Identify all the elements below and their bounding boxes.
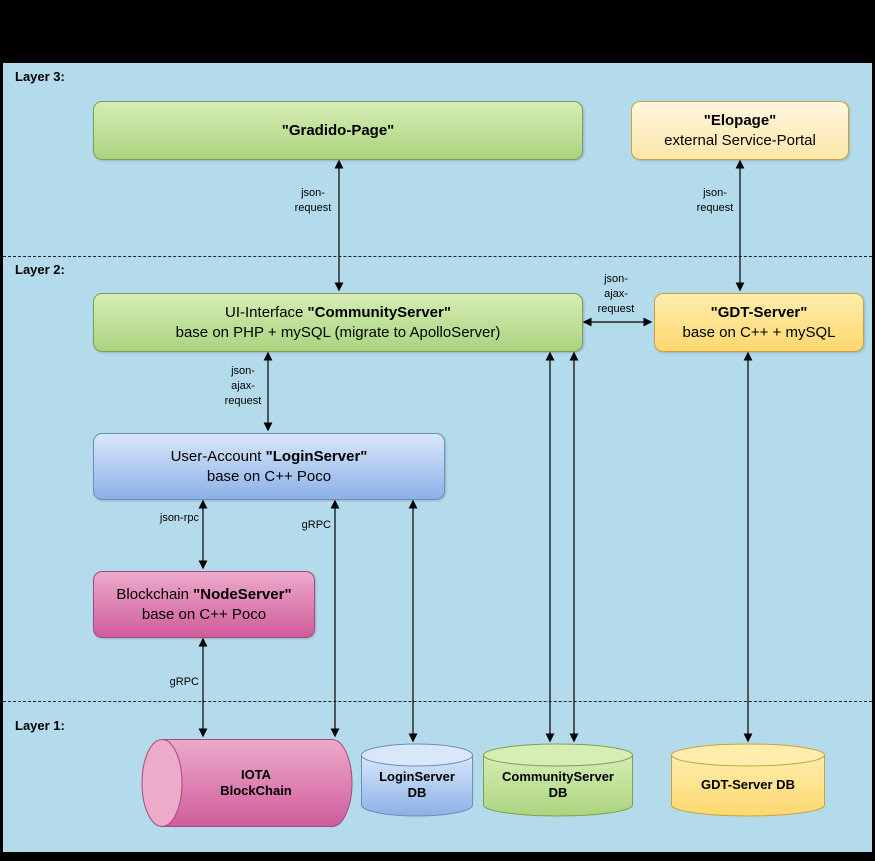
node-elopage-subtitle: external Service-Portal	[664, 131, 816, 149]
node-community-server-title: UI-Interface "CommunityServer"	[94, 303, 582, 323]
edge-label-login-iota-l1: gRPC	[301, 519, 331, 531]
edge-label-community-login-l3: request	[224, 395, 262, 407]
edge-label-community-gdt: json- ajax- request	[586, 272, 646, 317]
node-gdt-server-title: "GDT-Server"	[655, 303, 863, 323]
node-login-server-name: "LoginServer"	[265, 447, 368, 465]
node-node-server-prefix: Blockchain	[116, 585, 194, 603]
gdt-server-db-cylinder-shape	[671, 743, 825, 817]
edge-label-gradido-community: json- request	[283, 186, 343, 216]
node-gdt-server: "GDT-Server" base on C++ + mySQL	[654, 293, 864, 352]
layer-divider-3-2	[3, 256, 872, 257]
edge-label-community-gdt-l2: ajax-	[604, 288, 628, 300]
edge-label-login-iota: gRPC	[283, 518, 331, 533]
node-login-server-title: User-Account "LoginServer"	[94, 447, 444, 467]
loginserver-db-label: LoginServer DB	[361, 743, 473, 817]
edge-label-community-login: json- ajax- request	[213, 364, 273, 409]
architecture-diagram: Layer 3: Layer 2: Layer 1: "Gradido-Page…	[2, 62, 873, 853]
node-community-server: UI-Interface "CommunityServer" base on P…	[93, 293, 583, 352]
edge-label-community-gdt-l3: request	[597, 303, 635, 315]
iota-label: IOTA BlockChain	[141, 739, 353, 827]
node-communityserver-db: CommunityServer DB	[483, 743, 633, 817]
node-node-server: Blockchain "NodeServer" base on C++ Poco	[93, 571, 315, 638]
communityserver-db-label: CommunityServer DB	[483, 743, 633, 817]
loginserver-db-cylinder-shape	[361, 743, 473, 817]
node-login-server-prefix: User-Account	[170, 447, 266, 465]
node-community-server-name: "CommunityServer"	[307, 303, 451, 321]
iota-cylinder-shape	[141, 739, 353, 827]
edge-label-login-node-l1: json-rpc	[159, 512, 199, 524]
edge-label-gradido-community-l2: request	[294, 202, 332, 214]
layer-3-label: Layer 3:	[15, 69, 65, 84]
edge-label-gradido-community-l1: json-	[301, 187, 325, 199]
edge-label-elopage-gdt-l1: json-	[703, 187, 727, 199]
node-gdt-server-subtitle: base on C++ + mySQL	[682, 323, 836, 341]
node-gradido-page: "Gradido-Page"	[93, 101, 583, 160]
layer-2-label: Layer 2:	[15, 262, 65, 277]
node-login-server: User-Account "LoginServer" base on C++ P…	[93, 433, 445, 500]
edge-label-elopage-gdt: json- request	[685, 186, 745, 216]
edge-label-node-iota-l1: gRPC	[169, 676, 199, 688]
loginserver-db-label-line1: LoginServer	[379, 769, 455, 784]
node-community-server-subtitle: base on PHP + mySQL (migrate to ApolloSe…	[175, 323, 501, 341]
edge-label-node-iota: gRPC	[151, 675, 199, 690]
layer-1-label: Layer 1:	[15, 718, 65, 733]
loginserver-db-label-line2: DB	[407, 785, 427, 800]
edge-label-community-gdt-l1: json-	[604, 273, 628, 285]
edge-label-login-node: json-rpc	[131, 511, 199, 526]
communityserver-db-label-line2: DB	[548, 785, 568, 800]
node-loginserver-db: LoginServer DB	[361, 743, 473, 817]
communityserver-db-label-line1: CommunityServer	[502, 769, 614, 784]
node-gdt-server-db: GDT-Server DB	[671, 743, 825, 817]
edge-label-community-login-l1: json-	[231, 365, 255, 377]
gdt-server-db-label: GDT-Server DB	[671, 743, 825, 817]
edge-label-elopage-gdt-l2: request	[696, 202, 734, 214]
node-login-server-subtitle: base on C++ Poco	[206, 467, 332, 485]
communityserver-db-cylinder-shape	[483, 743, 633, 817]
node-node-server-name: "NodeServer"	[193, 585, 292, 603]
node-node-server-title: Blockchain "NodeServer"	[94, 585, 314, 605]
node-gradido-page-title: "Gradido-Page"	[94, 121, 582, 141]
node-node-server-subtitle: base on C++ Poco	[141, 605, 267, 623]
iota-label-line2: BlockChain	[220, 783, 292, 798]
node-elopage: "Elopage" external Service-Portal	[631, 101, 849, 160]
layer-divider-2-1	[3, 701, 872, 702]
node-iota-blockchain: IOTA BlockChain	[141, 739, 353, 827]
node-elopage-name: "Elopage"	[703, 111, 777, 129]
node-community-server-prefix: UI-Interface	[225, 303, 308, 321]
iota-label-line1: IOTA	[240, 767, 272, 782]
node-gradido-page-name: "Gradido-Page"	[281, 121, 395, 139]
edge-label-community-login-l2: ajax-	[231, 380, 255, 392]
gdt-server-db-label-line1: GDT-Server DB	[701, 777, 795, 792]
node-elopage-title: "Elopage"	[632, 111, 848, 131]
node-gdt-server-name: "GDT-Server"	[710, 303, 808, 321]
